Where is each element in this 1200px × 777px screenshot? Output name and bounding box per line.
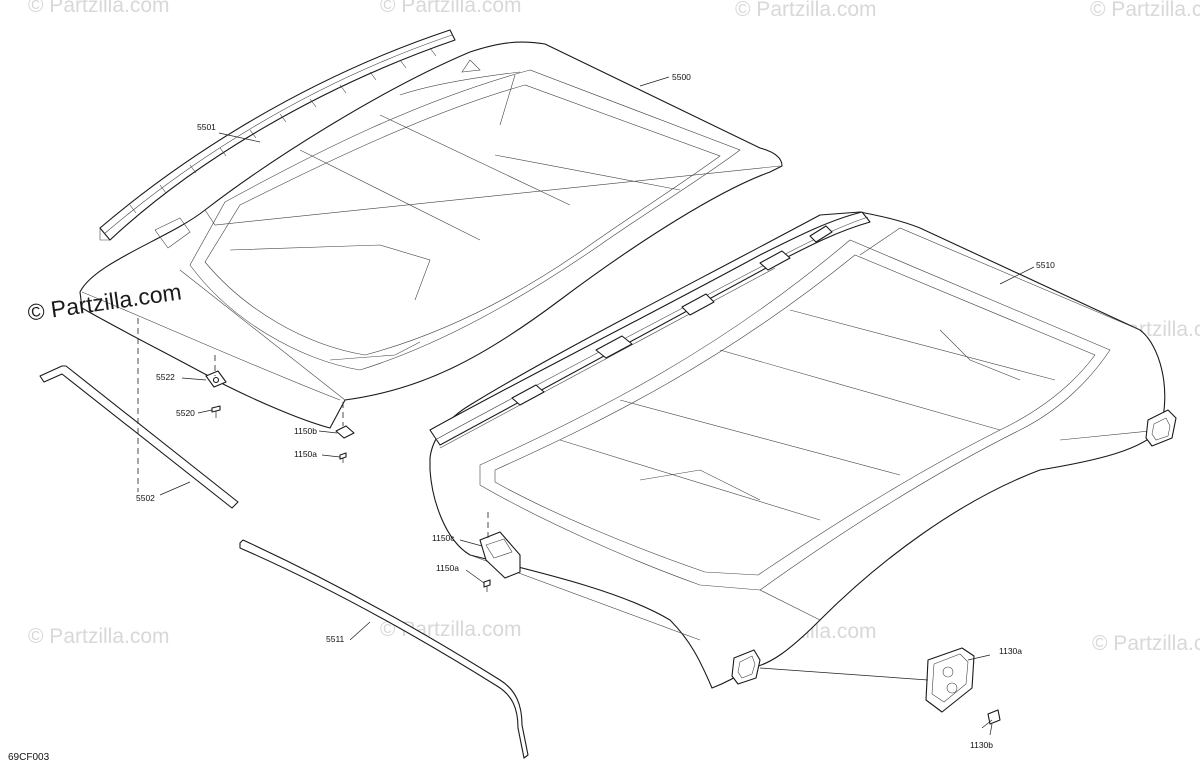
hardware-front: [205, 370, 355, 463]
leader-lines: [159, 76, 1035, 736]
roof-panel-front: [79, 41, 783, 429]
callout-labels: 5500 5501 5502 5510 5511 5520 5522 1150a…: [136, 72, 1055, 750]
watermark: © Partzilla.com: [735, 0, 877, 21]
callout-5520: 5520: [176, 408, 195, 418]
callout-5522: 5522: [156, 372, 175, 382]
callout-1130b: 1130b: [970, 740, 993, 750]
watermark: © Partzilla.com: [28, 0, 170, 17]
watermark: © Partzilla.com: [28, 625, 170, 648]
seal-strip-rear: [239, 539, 529, 759]
clip-1150c: [479, 531, 521, 592]
diagram-code: 69CF003: [8, 752, 50, 763]
callout-1150b: 1150b: [294, 426, 317, 436]
callout-1150c: 1150c: [432, 533, 455, 543]
callout-5500: 5500: [672, 72, 691, 82]
watermark: © Partzilla.com: [1092, 632, 1200, 655]
light-1130a: [925, 647, 1001, 729]
callout-1150a: 1150a: [294, 449, 317, 459]
callout-5510: 5510: [1036, 260, 1055, 270]
callout-5501: 5501: [197, 122, 216, 132]
callout-1130a: 1130a: [999, 646, 1022, 656]
seal-strip-side: [39, 365, 239, 509]
seal-strip-top: [99, 29, 456, 241]
watermark: © Partzilla.com: [1090, 0, 1200, 21]
callout-1150a-2: 1150a: [436, 563, 459, 573]
watermark: © Partzilla.com: [380, 0, 522, 17]
roof-panel-rear: [429, 211, 1177, 689]
callout-5502: 5502: [136, 493, 155, 503]
callout-5511: 5511: [326, 634, 345, 644]
alignment-lines: [137, 318, 489, 538]
